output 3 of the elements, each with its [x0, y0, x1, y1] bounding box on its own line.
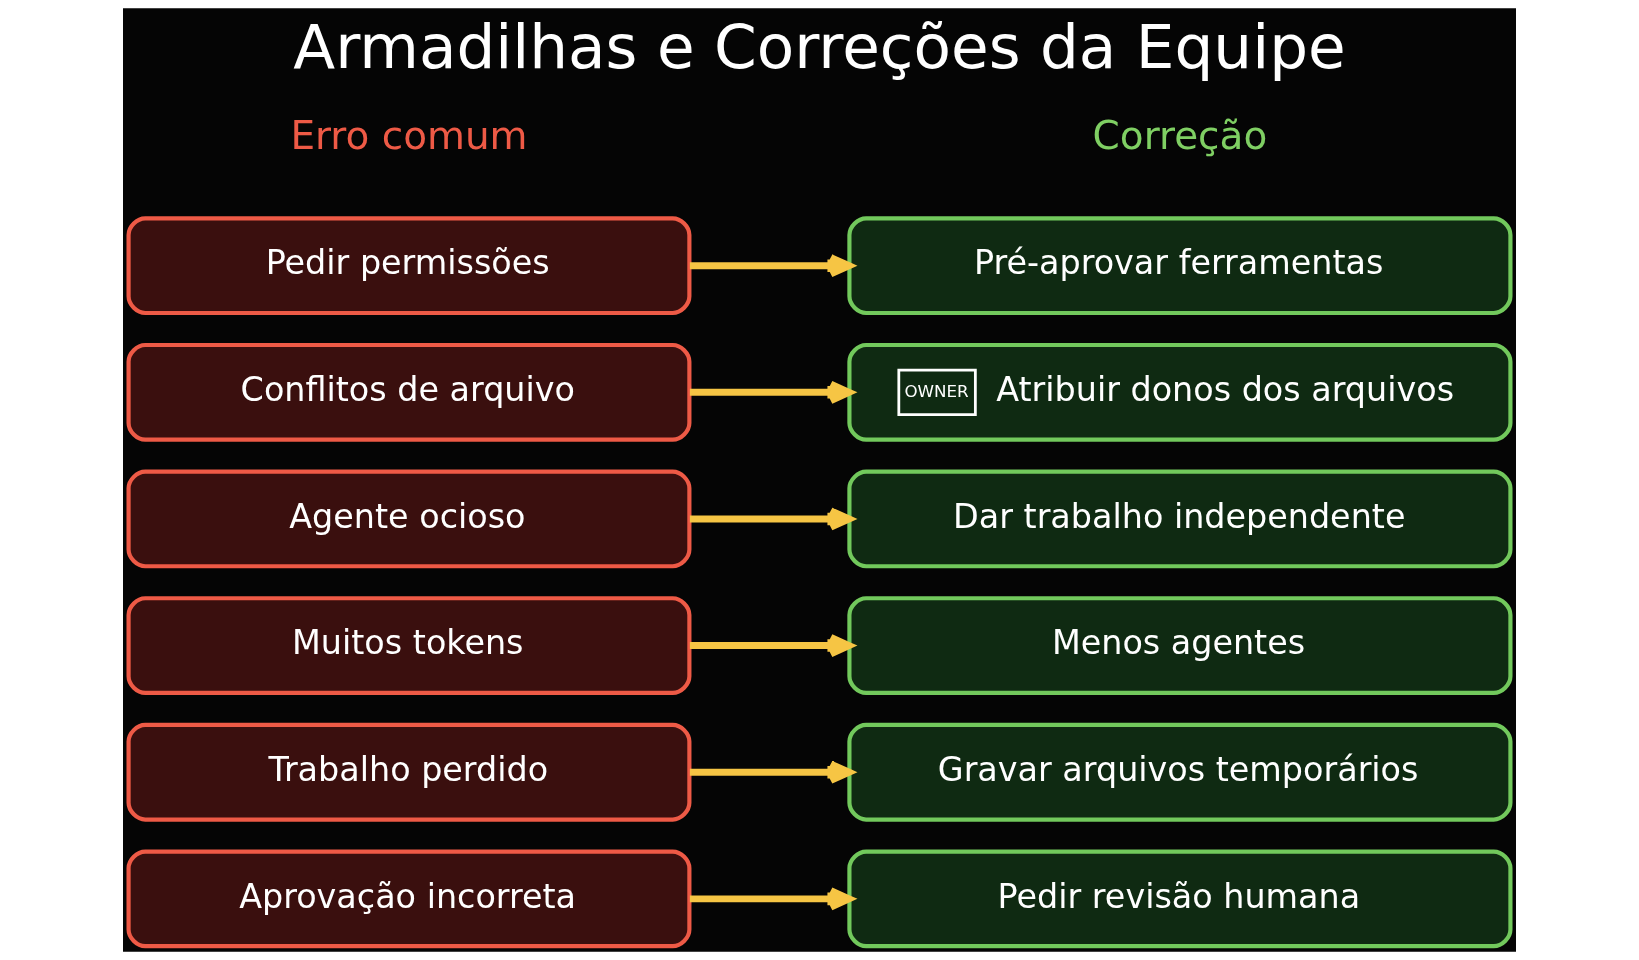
label: Erro comum — [290, 112, 528, 158]
diagram-title: Armadilhas e Correções da Equipe — [293, 11, 1346, 83]
label: Correção — [1092, 112, 1268, 158]
